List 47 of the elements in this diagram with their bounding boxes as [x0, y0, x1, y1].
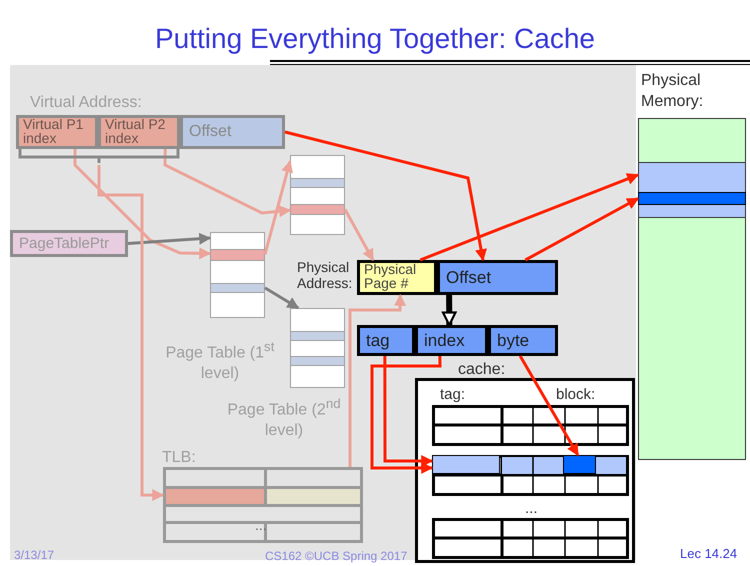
address-field: Physical Page # [357, 260, 437, 295]
address-field: Virtual P1 index [16, 115, 98, 149]
heading-text: Physical Memory: [641, 71, 704, 112]
ellipsis-text: ... [525, 500, 538, 517]
cache-tag-cell [432, 455, 500, 474]
column-heading: tag: [440, 386, 466, 403]
column-heading: block: [556, 386, 596, 403]
arrow [420, 173, 640, 262]
register-box: PageTablePtr [10, 230, 128, 257]
caption-text: Page Table (2$^{nd}$ level) [226, 395, 342, 442]
slide-number: Lec 14.24 [680, 546, 738, 561]
page-table [290, 155, 345, 235]
cache-table [415, 378, 635, 563]
arrow [383, 356, 434, 467]
caption-text: Page Table (1$^{st}$ level) [164, 338, 276, 384]
address-field: Offset [437, 260, 558, 295]
page-table [210, 232, 265, 318]
arrow [163, 148, 292, 218]
heading-text: Virtual Address: [30, 94, 142, 112]
arrow [128, 232, 212, 245]
memory-block [638, 162, 746, 218]
page-table [290, 308, 345, 388]
arrow [264, 286, 300, 310]
arrow [284, 130, 487, 262]
memory-byte [638, 192, 746, 205]
arrow [348, 294, 406, 467]
heading-text: Physical Address: [297, 259, 354, 292]
address-field: tag [357, 325, 415, 356]
arrow [74, 149, 212, 260]
heading-text: cache: [458, 360, 506, 380]
block-arrow [442, 294, 457, 326]
address-field: Virtual P2 index [98, 115, 180, 149]
arrow [264, 160, 293, 255]
address-field: Offset [180, 115, 285, 149]
address-field: byte [488, 325, 558, 356]
cache-byte-cell [563, 455, 596, 474]
footer-date: 3/13/17 [14, 548, 54, 562]
slide-title: Putting Everything Together: Cache [154, 24, 596, 54]
address-field: index [415, 325, 488, 356]
ellipsis-text: ... [255, 517, 267, 533]
arrow [370, 356, 442, 474]
arrow [524, 197, 640, 262]
footer-text: CS162 ©UCB Spring 2017 [265, 549, 408, 563]
arrow [18, 149, 180, 502]
arrow [344, 208, 374, 262]
heading-text: TLB: [162, 448, 197, 468]
arrow [518, 355, 580, 456]
